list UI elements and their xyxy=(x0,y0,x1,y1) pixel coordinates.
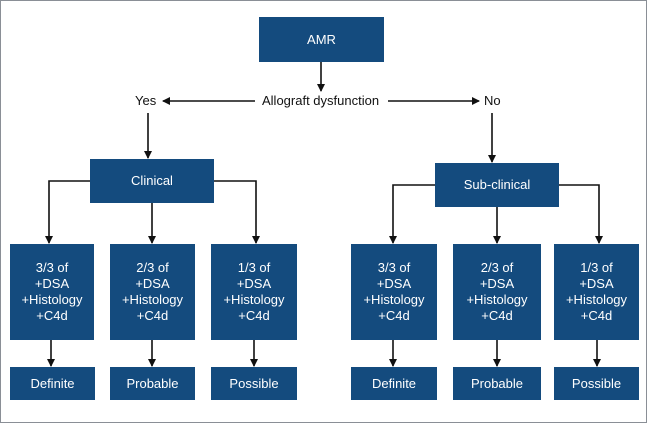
criteria-box: 2/3 of +DSA +Histology +C4d xyxy=(110,244,195,340)
outcome-box-definite: Definite xyxy=(351,367,437,400)
subclinical-left-connector xyxy=(389,184,435,244)
criteria-fraction: 2/3 of xyxy=(136,260,169,275)
criteria-c4d: +C4d xyxy=(378,308,410,323)
criteria-c4d: +C4d xyxy=(580,308,613,323)
outcome-box-probable: Probable xyxy=(110,367,195,400)
criteria-box: 3/3 of +DSA +Histology +C4d xyxy=(351,244,437,340)
criteria-histology: +Histology xyxy=(565,292,628,307)
criteria-histology: +Histology xyxy=(466,292,528,307)
criteria-box: 1/3 of +DSA +Histology +C4d xyxy=(554,244,639,340)
outcome-box-probable: Probable xyxy=(453,367,541,400)
criteria-histology: +Histology xyxy=(363,292,425,307)
criteria-dsa: +DSA xyxy=(579,276,614,291)
criteria-dsa: +DSA xyxy=(479,276,515,291)
criteria-dsa: +DSA xyxy=(376,276,412,291)
criteria-fraction: 2/3 of xyxy=(480,260,514,275)
criteria-histology: +Histology xyxy=(223,292,285,307)
criteria-dsa: +DSA xyxy=(135,276,170,291)
clinical-left-connector xyxy=(45,180,90,244)
criteria-fraction: 1/3 of xyxy=(237,260,271,275)
subclinical-right-connector xyxy=(559,184,603,244)
criteria-fraction: 3/3 of xyxy=(377,260,411,275)
no-label: No xyxy=(484,93,501,109)
subclinical-box: Sub-clinical xyxy=(435,163,559,207)
criteria-c4d: +C4d xyxy=(481,308,513,323)
amr-box: AMR xyxy=(259,17,384,62)
criteria-c4d: +C4d xyxy=(136,308,169,323)
criteria-histology: +Histology xyxy=(121,292,184,307)
criteria-fraction: 3/3 of xyxy=(35,260,69,275)
criteria-histology: +Histology xyxy=(21,292,83,307)
outcome-box-possible: Possible xyxy=(211,367,297,400)
criteria-box: 2/3 of +DSA +Histology +C4d xyxy=(453,244,541,340)
yes-label: Yes xyxy=(135,93,157,109)
criteria-c4d: +C4d xyxy=(238,308,270,323)
criteria-fraction: 1/3 of xyxy=(580,260,613,275)
criteria-dsa: +DSA xyxy=(34,276,70,291)
clinical-right-connector xyxy=(214,180,260,244)
criteria-c4d: +C4d xyxy=(36,308,68,323)
clinical-box: Clinical xyxy=(90,159,214,203)
outcome-box-definite: Definite xyxy=(10,367,95,400)
allograft-dysfunction-label: Allograft dysfunction xyxy=(259,93,383,109)
outcome-box-possible: Possible xyxy=(554,367,639,400)
criteria-dsa: +DSA xyxy=(236,276,272,291)
criteria-box: 1/3 of +DSA +Histology +C4d xyxy=(211,244,297,340)
criteria-box: 3/3 of +DSA +Histology +C4d xyxy=(10,244,94,340)
